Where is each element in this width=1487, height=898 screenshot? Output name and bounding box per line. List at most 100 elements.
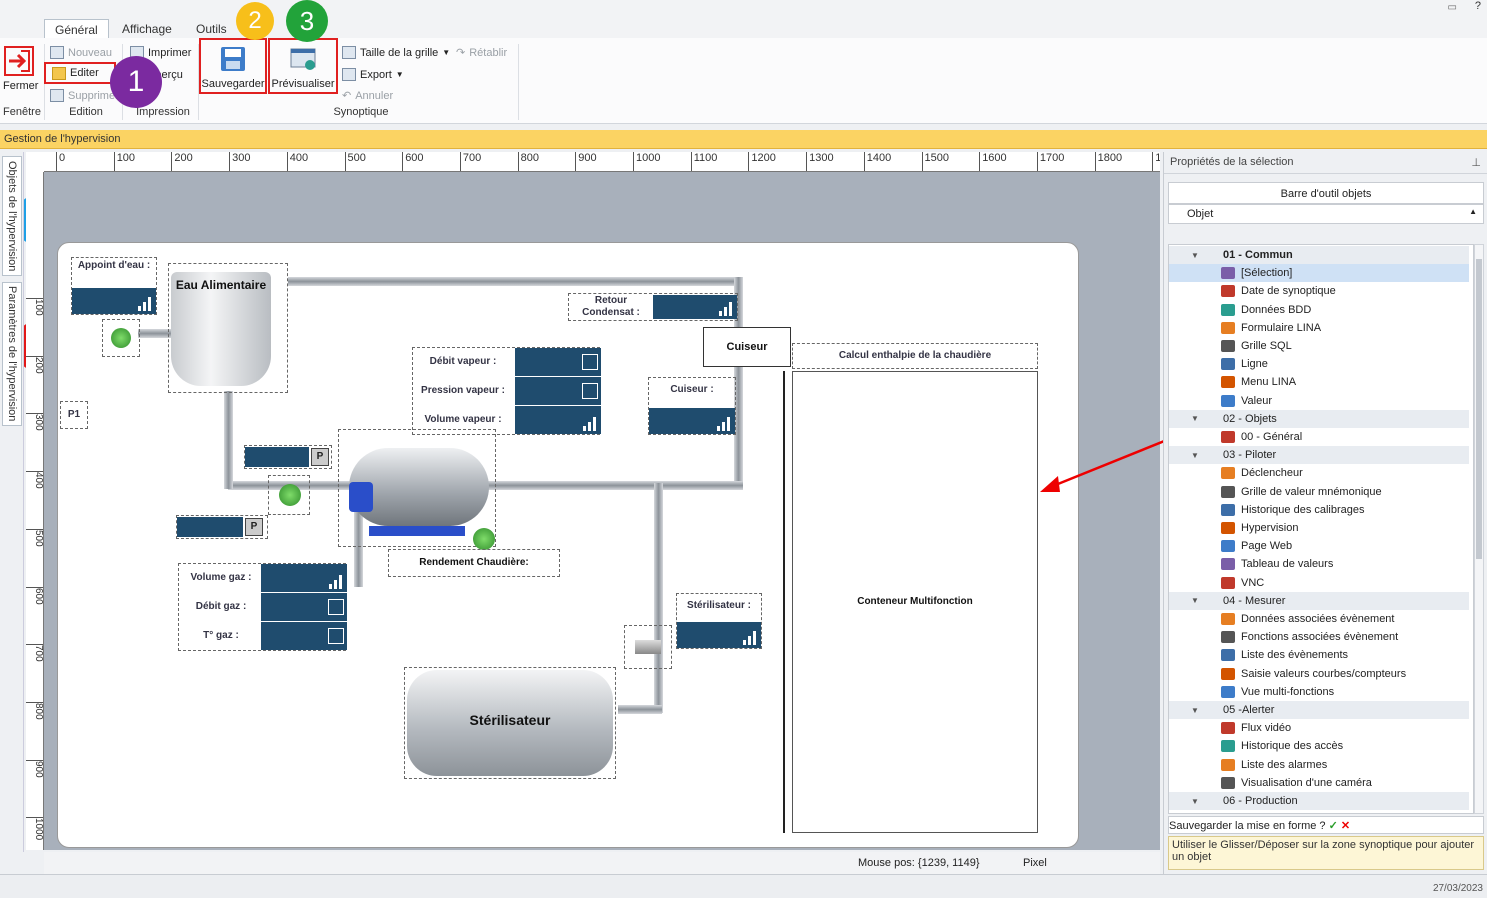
tree-item[interactable]: Vue multi-fonctions — [1169, 683, 1469, 701]
tree-item[interactable]: Déclencheur — [1169, 464, 1469, 482]
tree-item[interactable]: Valeur — [1169, 392, 1469, 410]
chevron-down-icon[interactable]: ▼ — [1191, 450, 1199, 460]
callout-1: 1 — [110, 56, 162, 108]
pump-widget[interactable] — [102, 319, 140, 357]
pump-icon — [111, 328, 131, 348]
event-data-icon — [1221, 613, 1235, 625]
tree-item[interactable]: [Sélection] — [1169, 264, 1469, 283]
tab-affichage[interactable]: Affichage — [122, 22, 172, 36]
p1-widget[interactable]: P1 — [60, 401, 88, 429]
tree-label: Formulaire LINA — [1241, 321, 1322, 334]
chevron-down-icon[interactable]: ▼ — [1191, 796, 1199, 806]
chevron-down-icon[interactable]: ▼ — [1191, 414, 1199, 424]
tree-item[interactable]: Formulaire LINA — [1169, 319, 1469, 337]
redo-button[interactable]: ↷Rétablir — [456, 46, 508, 60]
tree-category[interactable]: ▼01 - Commun — [1169, 246, 1469, 264]
cuiseur-box[interactable]: Cuiseur — [703, 327, 791, 367]
tree-item[interactable]: 00 - Général — [1169, 428, 1469, 446]
tree-item[interactable]: Données associées évènement — [1169, 610, 1469, 628]
confirm-check-icon[interactable]: ✓ — [1328, 820, 1338, 832]
tab-objets-hypervision[interactable]: Objets de l'hypervision — [2, 156, 22, 276]
tab-general[interactable]: Général — [44, 19, 109, 39]
boiler-widget[interactable] — [338, 429, 496, 550]
rendement-widget[interactable]: Rendement Chaudière: — [388, 549, 560, 577]
delete-button[interactable]: Supprimer — [50, 89, 119, 102]
synoptic-page[interactable]: Appoint d'eau : Eau Alimentaire Retour C… — [57, 242, 1079, 848]
tree-item[interactable]: Liste des évènements — [1169, 646, 1469, 664]
tree-category[interactable]: ▼02 - Objets — [1169, 409, 1469, 428]
tab-outils[interactable]: Outils — [196, 22, 227, 36]
pin-icon[interactable]: ⊥ — [1471, 157, 1481, 169]
tree-item[interactable]: Historique des accès — [1169, 737, 1469, 755]
minimize-icon[interactable]: ▭ — [1447, 2, 1457, 13]
sterilisateur-tank-widget[interactable]: Stérilisateur — [404, 667, 616, 779]
help-icon[interactable]: ? — [1474, 0, 1481, 12]
tree-item[interactable]: Grille de valeur mnémonique — [1169, 483, 1469, 501]
undo-icon: ↶ — [342, 90, 352, 102]
ruler-tick: 1500 — [921, 152, 949, 171]
tree-item[interactable]: Tableau de valeurs — [1169, 555, 1469, 573]
pipe — [654, 483, 663, 713]
tree-item[interactable]: Saisie valeurs courbes/compteurs — [1169, 665, 1469, 683]
chevron-down-icon[interactable]: ▼ — [1191, 705, 1199, 715]
tree-category[interactable]: ▼03 - Piloter — [1169, 446, 1469, 465]
save-button[interactable]: Sauvegarder — [199, 38, 267, 94]
pressure-sensor-1[interactable]: P — [244, 445, 332, 469]
tree-item[interactable]: Grille SQL — [1169, 337, 1469, 355]
pressure-sensor-2[interactable]: P — [176, 515, 268, 539]
retour-condensat-widget[interactable]: Retour Condensat : — [568, 293, 738, 321]
tree-label: Date de synoptique — [1241, 285, 1336, 298]
tree-label: Liste des évènements — [1241, 649, 1349, 662]
undo-button[interactable]: ↶Annuler — [342, 89, 394, 103]
tree-item[interactable]: Données BDD — [1169, 301, 1469, 319]
tree-item[interactable]: Liste des alarmes — [1169, 756, 1469, 774]
pressure-p-label: P — [311, 448, 329, 466]
calcul-enthalpie-widget[interactable]: Calcul enthalpie de la chaudière — [792, 343, 1038, 369]
tree-item[interactable]: Ligne — [1169, 355, 1469, 373]
object-selector[interactable]: Objet ▲ — [1168, 204, 1484, 224]
synoptic-canvas[interactable]: Appoint d'eau : Eau Alimentaire Retour C… — [44, 172, 1160, 850]
appoint-widget[interactable]: Appoint d'eau : — [71, 257, 157, 315]
delete-icon — [50, 89, 64, 102]
cuiseur-widget[interactable]: Cuiseur : — [648, 377, 736, 435]
tab-parametres-hypervision[interactable]: Paramètres de l'hypervision — [2, 282, 22, 426]
tree-item[interactable]: Page Web — [1169, 537, 1469, 555]
tree-scrollbar[interactable] — [1474, 244, 1484, 814]
object-tree[interactable]: ▼01 - Commun[Sélection] Date de synoptiqu… — [1168, 244, 1474, 814]
close-icon[interactable] — [4, 46, 34, 76]
tree-item[interactable]: Visualisation d'une caméra — [1169, 774, 1469, 792]
water-tank-widget[interactable]: Eau Alimentaire — [168, 263, 288, 393]
valve-widget[interactable] — [624, 625, 672, 669]
export-dropdown[interactable]: Export▼ — [342, 68, 404, 81]
chevron-down-icon[interactable]: ▼ — [1191, 250, 1199, 260]
tree-item[interactable]: Fonctions associées évènement — [1169, 628, 1469, 646]
cancel-x-icon[interactable]: ✕ — [1340, 820, 1351, 832]
edit-button[interactable]: Editer — [44, 62, 116, 84]
tree-category[interactable]: ▼04 - Mesurer — [1169, 591, 1469, 610]
tree-item[interactable]: Hypervision — [1169, 519, 1469, 537]
print-button[interactable]: Imprimer — [130, 46, 191, 59]
preview-screen-icon — [290, 48, 316, 70]
preview-button[interactable]: Prévisualiser — [268, 38, 338, 94]
close-button-label[interactable]: Fermer — [3, 80, 39, 92]
appoint-label: Appoint d'eau : — [77, 260, 151, 271]
pump-2-widget[interactable] — [268, 475, 310, 515]
scrollbar-thumb[interactable] — [1476, 259, 1482, 559]
tree-item[interactable]: Flux vidéo — [1169, 719, 1469, 737]
tree-item[interactable]: VNC — [1169, 574, 1469, 592]
chevron-down-icon[interactable]: ▼ — [1191, 596, 1199, 606]
tree-category[interactable]: ▼06 - Production — [1169, 792, 1469, 810]
gaz-group[interactable]: Volume gaz : Débit gaz : T° gaz : — [178, 563, 347, 651]
tree-label: Historique des accès — [1241, 740, 1344, 753]
tree-category[interactable]: ▼05 -Alerter — [1169, 701, 1469, 719]
pipe — [224, 391, 233, 489]
chevron-up-icon[interactable]: ▲ — [1469, 207, 1477, 216]
tree-item[interactable]: Menu LINA — [1169, 373, 1469, 391]
tree-item[interactable]: Date de synoptique — [1169, 282, 1469, 300]
conteneur-multifonction[interactable]: Conteneur Multifonction — [792, 371, 1038, 833]
grid-size-dropdown[interactable]: Taille de la grille▼ — [342, 46, 450, 59]
sterilisateur-widget[interactable]: Stérilisateur : — [676, 593, 762, 649]
new-button[interactable]: Nouveau — [50, 46, 112, 59]
vapeur-group[interactable]: Débit vapeur : Pression vapeur : Volume … — [412, 347, 601, 435]
tree-item[interactable]: Historique des calibrages — [1169, 501, 1469, 519]
